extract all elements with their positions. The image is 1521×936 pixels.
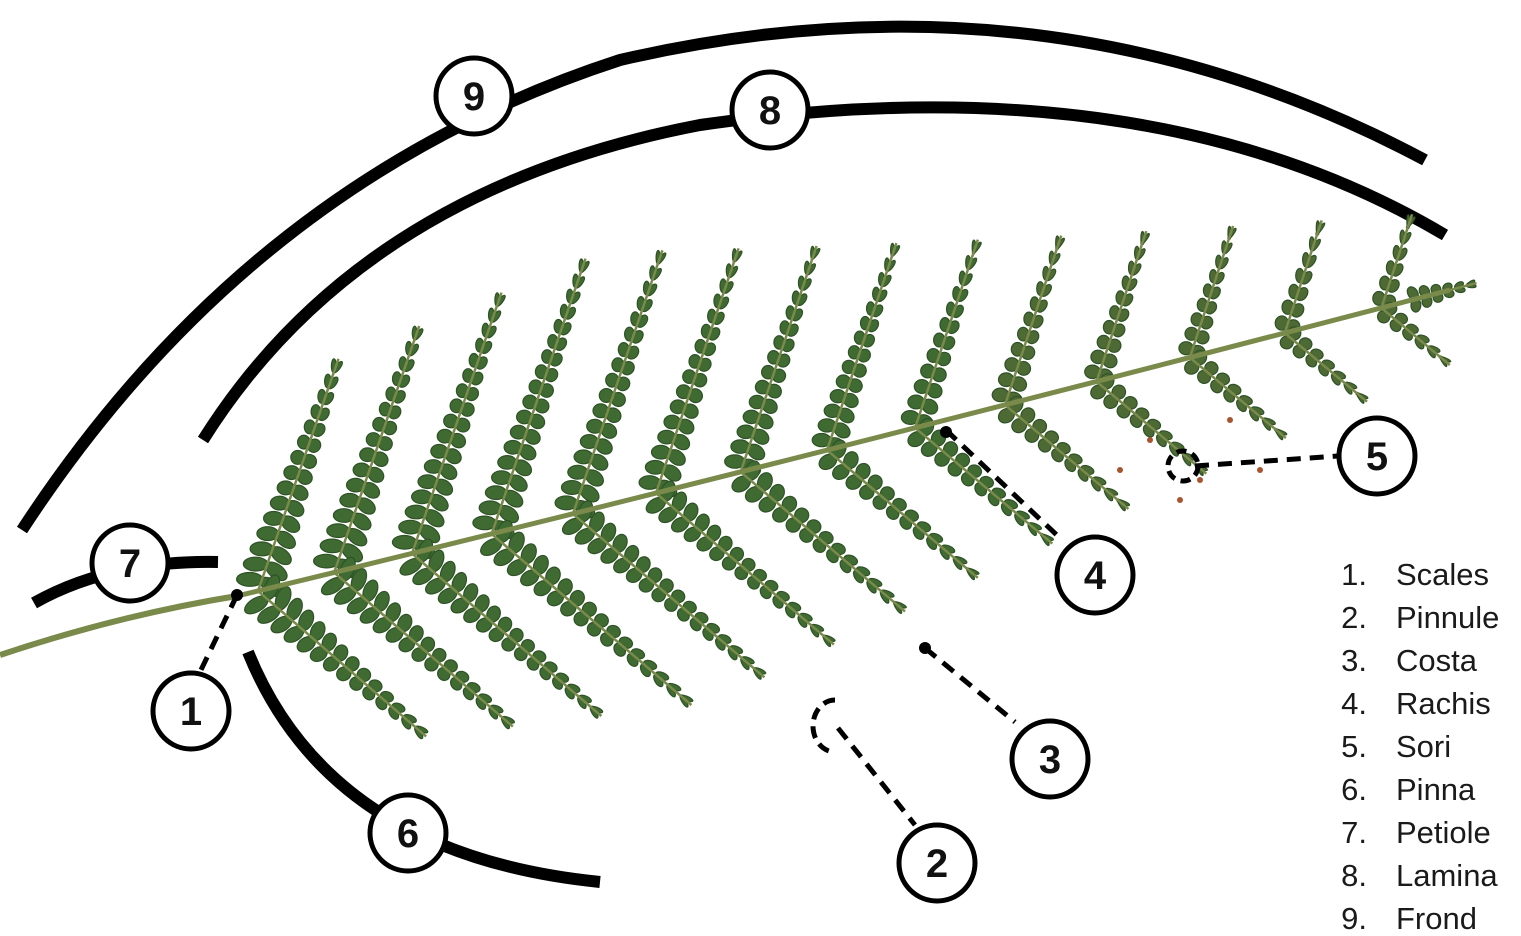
lower-pinna — [1278, 325, 1369, 404]
upper-pinna — [1085, 231, 1151, 386]
legend-label-2: Pinnule — [1396, 600, 1499, 635]
lower-pinna — [1182, 348, 1287, 440]
upper-pinna — [901, 240, 982, 434]
legend-num-8: 8. — [1341, 858, 1367, 893]
costa-line — [573, 514, 765, 678]
legend-num-5: 5. — [1341, 729, 1367, 764]
callout-3: 3 — [1012, 721, 1088, 797]
legend: 1. Scales 2. Pinnule 3. Costa 4. Rachis … — [1341, 557, 1499, 936]
costa-point — [919, 642, 931, 654]
legend-num-4: 4. — [1341, 686, 1367, 721]
scales-point — [231, 589, 243, 601]
callout-8: 8 — [732, 72, 808, 148]
callout-6: 6 — [370, 795, 446, 871]
costa-line — [412, 554, 601, 717]
callout-8-text: 8 — [759, 89, 781, 133]
costa-line — [573, 250, 663, 514]
pinnule-marker-arc — [813, 700, 835, 752]
costa-line — [656, 248, 739, 493]
sorus-dot — [1147, 437, 1153, 443]
costa-line — [1190, 358, 1286, 439]
costa-line — [1005, 405, 1128, 509]
legend-label-5: Sori — [1396, 729, 1451, 764]
callout-1-text: 1 — [180, 690, 202, 734]
callout-7: 7 — [92, 525, 168, 601]
costa-line — [1190, 226, 1233, 358]
sorus-dot — [1197, 477, 1203, 483]
lower-pinna — [560, 499, 767, 680]
costa-line — [1005, 236, 1061, 405]
callout-5-text: 5 — [1366, 435, 1388, 479]
callout-4: 4 — [1057, 537, 1133, 613]
costa-line — [827, 243, 896, 450]
sorus-dot — [1177, 497, 1183, 503]
costa-line — [1097, 231, 1147, 381]
costa-line — [741, 246, 817, 472]
costa-line — [1097, 382, 1207, 474]
legend-label-7: Petiole — [1396, 815, 1491, 850]
costa-line — [915, 240, 978, 428]
legend-label-1: Scales — [1396, 557, 1489, 592]
lower-pinna — [478, 518, 694, 708]
legend-label-9: Frond — [1396, 901, 1477, 936]
costa-line — [492, 534, 692, 705]
callout-2: 2 — [899, 825, 975, 901]
callout-9: 9 — [436, 58, 512, 134]
callout-7-text: 7 — [119, 542, 141, 586]
rachis-point — [940, 426, 952, 438]
legend-num-9: 9. — [1341, 901, 1367, 936]
legend-label-3: Costa — [1396, 643, 1478, 678]
upper-pinna — [725, 246, 821, 479]
legend-num-3: 3. — [1341, 643, 1367, 678]
costa-line — [915, 428, 1052, 544]
upper-pinna — [1179, 226, 1237, 362]
callout-9-text: 9 — [463, 75, 485, 119]
leader-line-pinnule — [838, 728, 915, 825]
upper-pinna — [992, 236, 1065, 410]
sorus-dot — [1257, 467, 1263, 473]
legend-num-7: 7. — [1341, 815, 1367, 850]
legend-label-4: Rachis — [1396, 686, 1491, 721]
leader-line-sori — [1195, 456, 1338, 466]
legend-label-8: Lamina — [1396, 858, 1498, 893]
sorus-dot — [1117, 467, 1123, 473]
callout-6-text: 6 — [397, 812, 419, 856]
upper-pinna — [812, 243, 901, 456]
legend-label-6: Pinna — [1396, 772, 1476, 807]
terminal-pinna — [1405, 279, 1477, 312]
callout-2-text: 2 — [926, 842, 948, 886]
callout-3-text: 3 — [1039, 738, 1061, 782]
lower-pinna — [643, 479, 835, 648]
legend-num-1: 1. — [1341, 557, 1367, 592]
costa-line — [1381, 308, 1449, 365]
callout-4-text: 4 — [1084, 554, 1107, 598]
callout-5: 5 — [1339, 418, 1415, 494]
upper-pinna — [1275, 220, 1326, 336]
lower-pinna — [1088, 372, 1208, 477]
leader-line-scales — [200, 595, 237, 672]
costa-line — [1285, 333, 1367, 402]
sorus-dot — [1227, 417, 1233, 423]
legend-num-2: 2. — [1341, 600, 1367, 635]
costa-line — [1285, 220, 1322, 333]
legend-num-6: 6. — [1341, 772, 1367, 807]
callout-1: 1 — [153, 673, 229, 749]
leader-line-costa — [925, 648, 1015, 722]
